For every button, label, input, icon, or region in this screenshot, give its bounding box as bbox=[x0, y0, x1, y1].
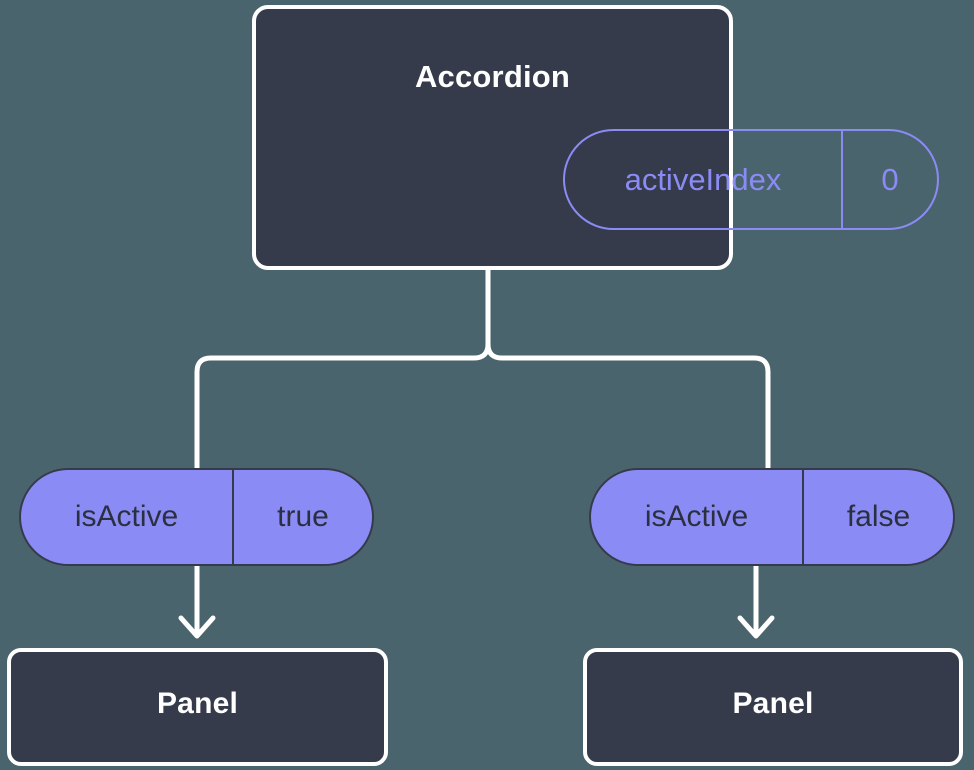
fork-connector-right bbox=[485, 265, 771, 473]
prop-pill-active-index-key: activeIndex bbox=[565, 131, 843, 228]
node-accordion-title: Accordion bbox=[414, 59, 571, 94]
prop-pill-is-active-false-value: false bbox=[846, 500, 911, 533]
prop-pill-active-index-value: 0 bbox=[881, 162, 899, 197]
prop-pill-is-active-true[interactable]: isActive true bbox=[19, 468, 374, 566]
prop-pill-is-active-true-value: true bbox=[277, 500, 329, 533]
node-accordion[interactable]: Accordion activeIndex 0 bbox=[252, 5, 939, 270]
arrow-down-icon-left-head bbox=[178, 615, 216, 639]
fork-connector bbox=[194, 265, 491, 473]
prop-pill-is-active-true-key: isActive bbox=[21, 470, 234, 564]
prop-pill-is-active-false[interactable]: isActive false bbox=[589, 468, 955, 566]
node-panel-right[interactable]: Panel bbox=[583, 648, 963, 766]
prop-pill-active-index[interactable]: activeIndex 0 bbox=[563, 129, 939, 230]
prop-pill-is-active-false-key: isActive bbox=[591, 470, 804, 564]
node-panel-right-title: Panel bbox=[732, 687, 814, 720]
arrow-down-icon-right-head bbox=[737, 615, 775, 639]
node-panel-left[interactable]: Panel bbox=[7, 648, 388, 766]
node-panel-left-title: Panel bbox=[156, 687, 239, 720]
